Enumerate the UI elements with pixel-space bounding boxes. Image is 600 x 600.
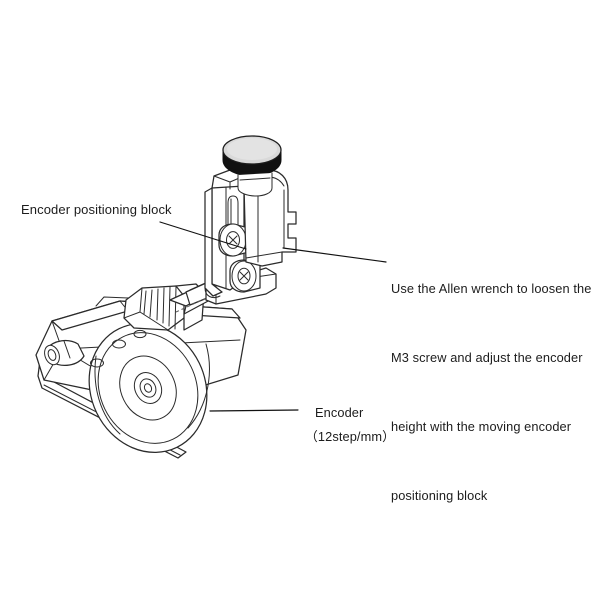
- label-instruction-text: Use the Allen wrench to loosen the M3 sc…: [391, 231, 591, 553]
- adjustment-knob: [222, 135, 282, 197]
- m3-screw-upper: [218, 223, 250, 257]
- cable-gland: [44, 339, 85, 366]
- motor-output-shaft: [169, 280, 215, 315]
- instruction-line-4: positioning block: [391, 488, 488, 503]
- instruction-line-1: Use the Allen wrench to loosen the: [391, 281, 592, 296]
- instruction-line-3: height with the moving encoder: [391, 419, 572, 434]
- label-encoder: Encoder: [315, 405, 364, 420]
- shaft-centerline: [175, 276, 253, 313]
- label-encoder-spec: （12step/mm）: [305, 429, 395, 444]
- label-encoder-positioning-block: Encoder positioning block: [21, 202, 172, 217]
- leader-line-to-encoder-body: [282, 247, 387, 263]
- instruction-line-2: M3 screw and adjust the encoder: [391, 350, 583, 365]
- leader-line-to-encoder: [209, 409, 299, 412]
- motor-rotor-face: [88, 323, 208, 453]
- leader-line-to-positioning-block: [159, 221, 247, 250]
- m3-screw-lower: [229, 259, 261, 293]
